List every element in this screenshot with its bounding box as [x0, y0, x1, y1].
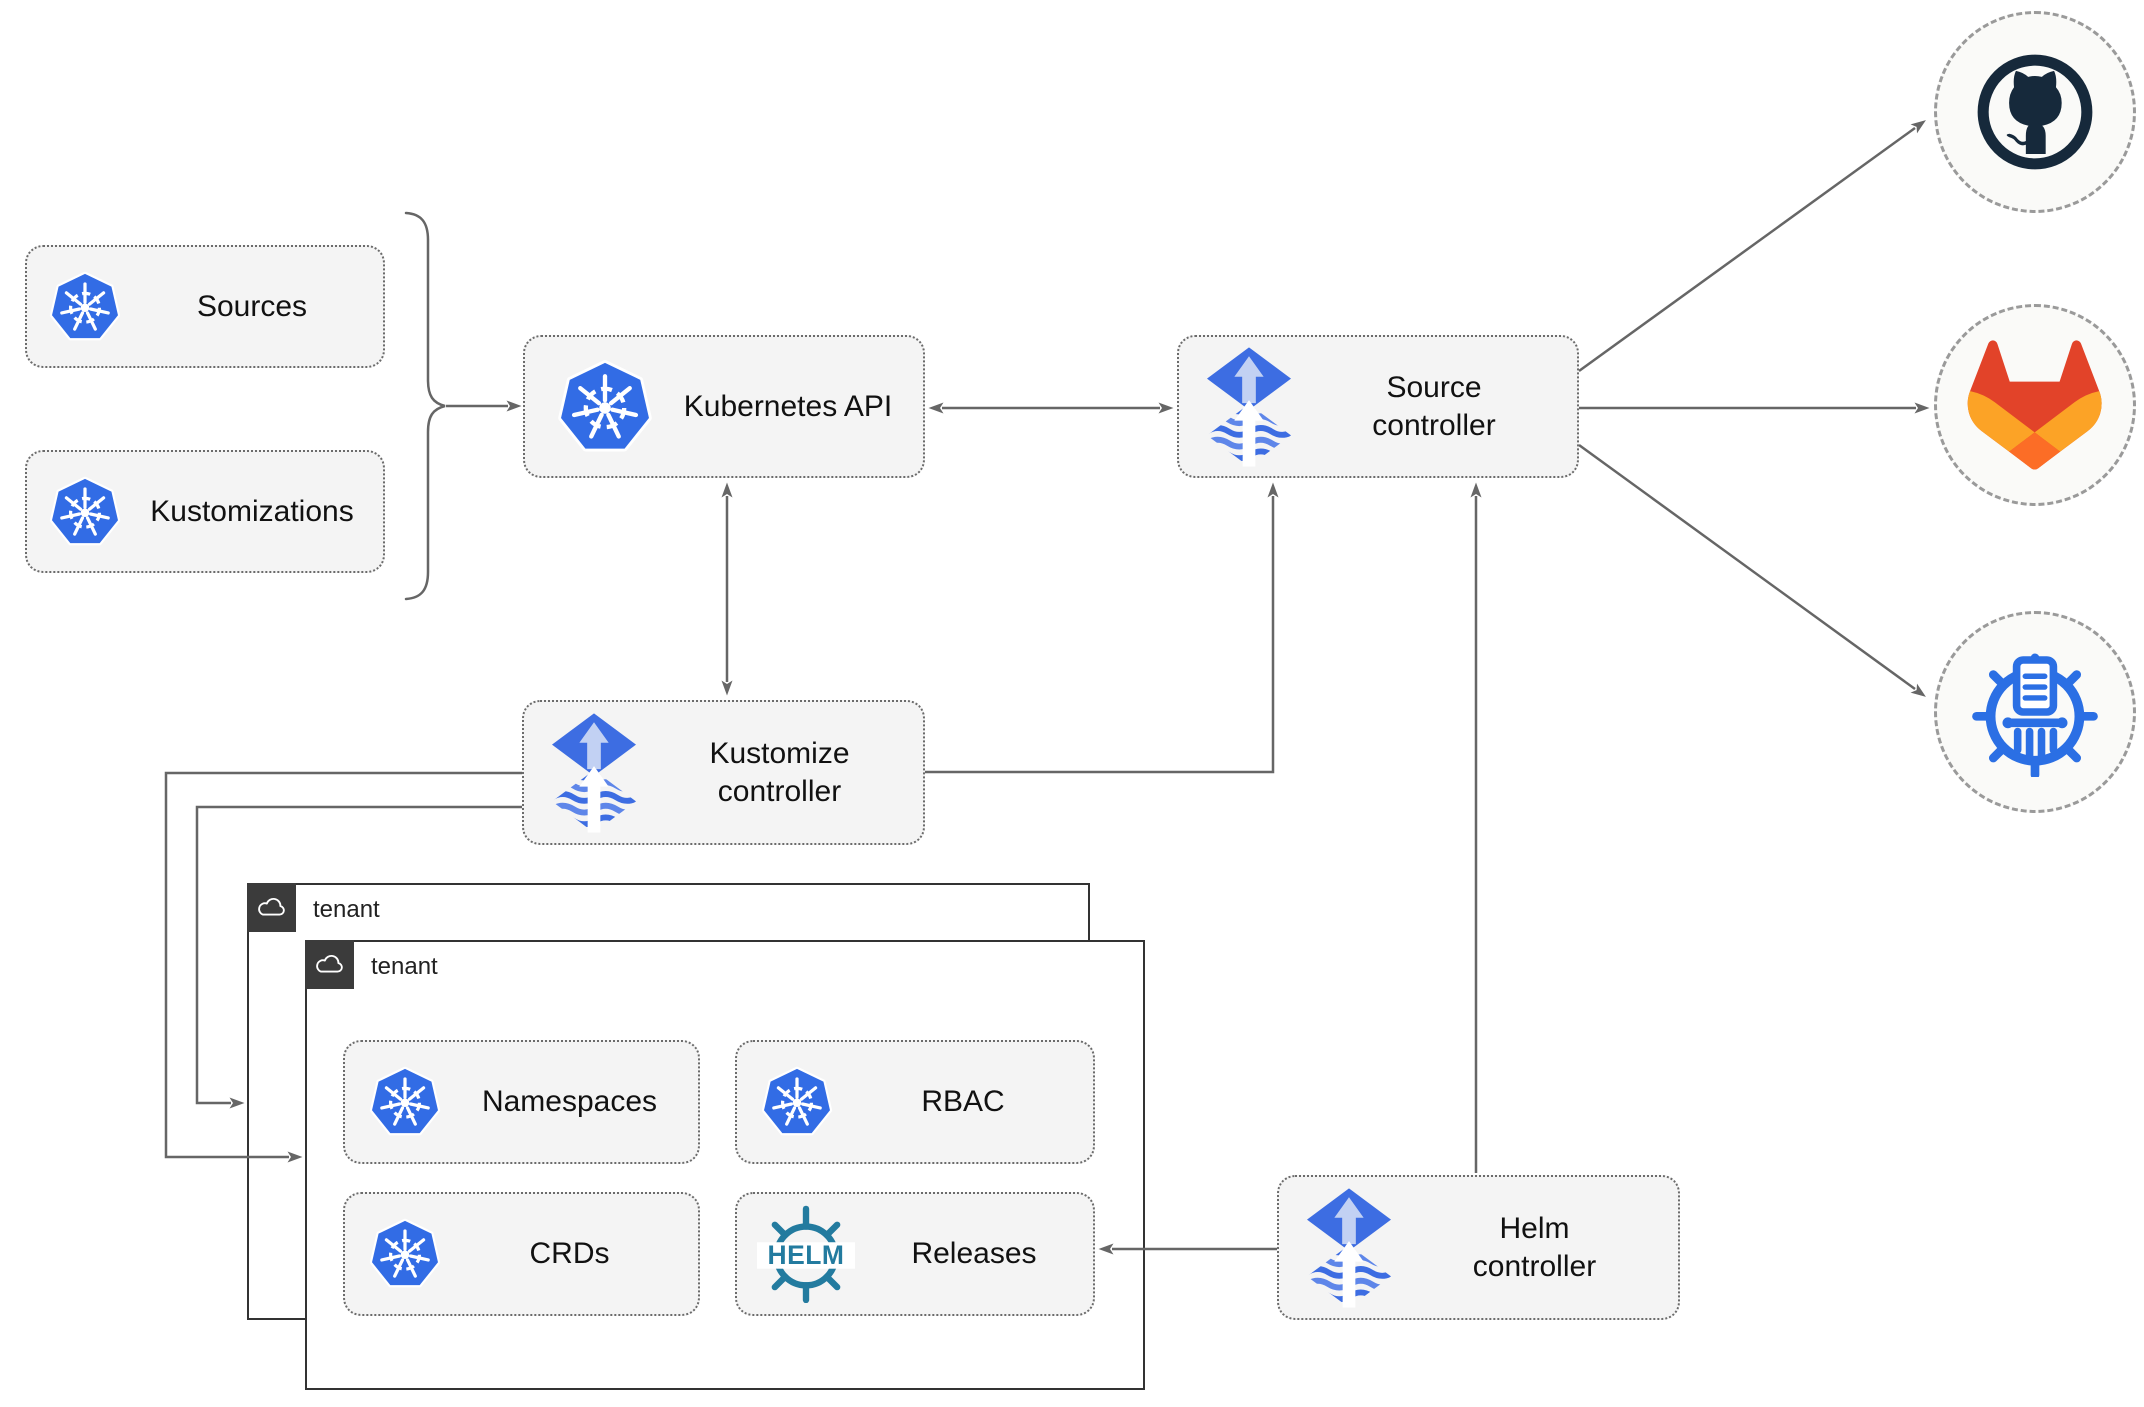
- node-kustomize-controller-label: Kustomize controller: [709, 737, 850, 808]
- kubernetes-icon: [49, 271, 121, 343]
- helm-icon: [757, 1205, 855, 1303]
- tenant-front-label: tenant: [371, 952, 438, 980]
- chartmuseum-icon: [1970, 647, 2100, 777]
- node-source-controller: Source controller: [1177, 335, 1579, 478]
- flux-icon: [1307, 1188, 1391, 1308]
- node-namespaces-label: Namespaces: [481, 1085, 658, 1119]
- edge-source-github: [1578, 120, 1926, 373]
- brace-sources-group: [404, 211, 446, 601]
- node-helm-controller-label: Helm controller: [1472, 1212, 1597, 1283]
- flux-icon: [552, 713, 636, 833]
- node-helm-controller: Helm controller: [1277, 1175, 1680, 1320]
- node-crds: CRDs: [343, 1192, 700, 1316]
- node-kustomizations-label: Kustomizations: [150, 494, 354, 528]
- node-sources: Sources: [25, 245, 385, 368]
- tenant-front-header: [305, 940, 354, 989]
- node-kubernetes-api: Kubernetes API: [523, 335, 925, 478]
- node-crds-label: CRDs: [529, 1237, 610, 1271]
- kubernetes-icon: [369, 1218, 441, 1290]
- node-rbac: RBAC: [735, 1040, 1095, 1164]
- cloud-icon: [314, 953, 345, 977]
- node-releases: Releases: [735, 1192, 1095, 1316]
- node-source-controller-label: Source controller: [1372, 371, 1496, 442]
- provider-github: [1934, 11, 2136, 213]
- provider-gitlab: [1934, 304, 2136, 506]
- github-icon: [1974, 51, 2096, 173]
- node-kustomizations: Kustomizations: [25, 450, 385, 573]
- tenant-back-header: [247, 883, 296, 932]
- edge-kustomize-source: [925, 482, 1279, 774]
- kubernetes-icon: [49, 476, 121, 548]
- kubernetes-icon: [369, 1066, 441, 1138]
- node-namespaces: Namespaces: [343, 1040, 700, 1164]
- cloud-icon: [256, 896, 287, 920]
- flux-icon: [1207, 347, 1291, 467]
- provider-chartmuseum: [1934, 611, 2136, 813]
- node-releases-label: Releases: [911, 1237, 1037, 1271]
- edge-source-chartmuseum: [1578, 443, 1926, 697]
- node-kubernetes-api-label: Kubernetes API: [683, 389, 893, 423]
- tenant-back-label: tenant: [313, 895, 380, 923]
- kubernetes-icon: [557, 359, 653, 455]
- gitlab-icon: [1967, 335, 2103, 475]
- node-sources-label: Sources: [196, 289, 308, 323]
- node-rbac-label: RBAC: [921, 1085, 1005, 1119]
- kubernetes-icon: [761, 1066, 833, 1138]
- node-kustomize-controller: Kustomize controller: [522, 700, 925, 845]
- tenant-box-front: tenant: [305, 940, 1145, 1390]
